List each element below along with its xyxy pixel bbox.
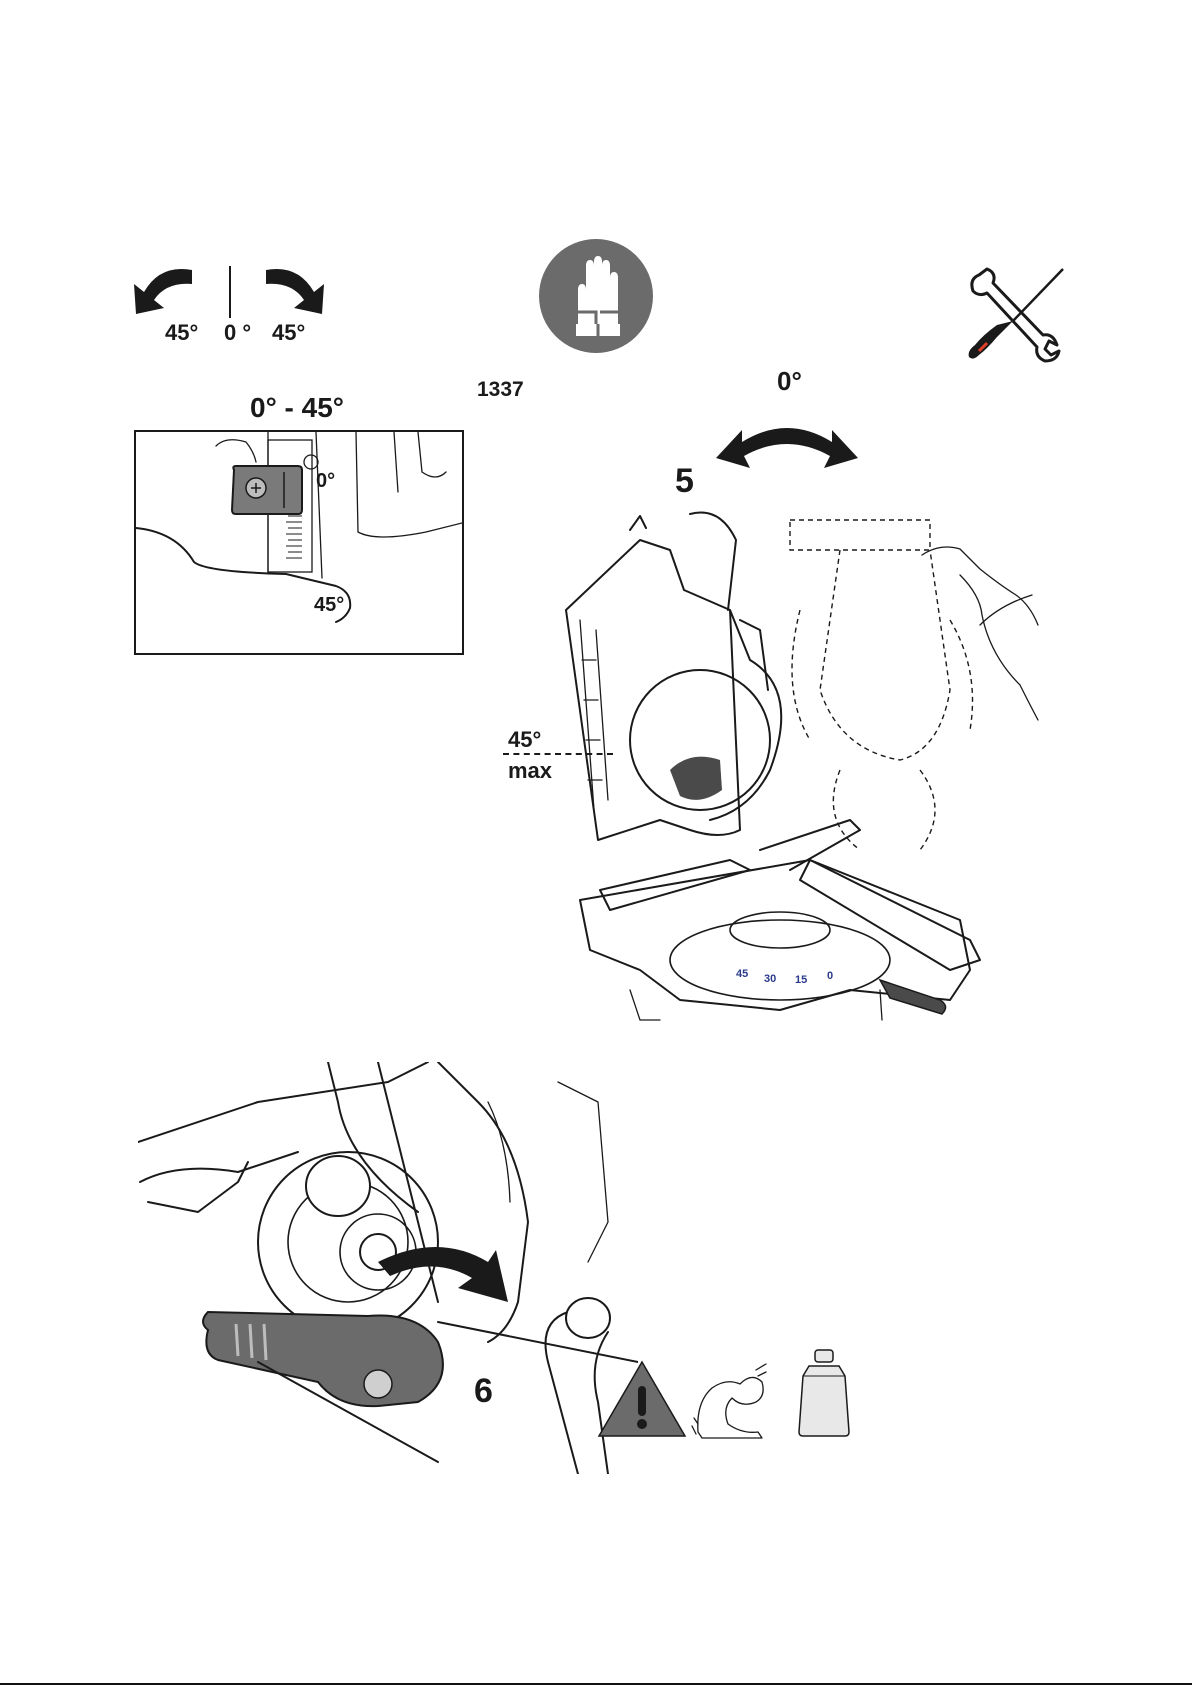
reference-code: 1337 (477, 378, 524, 402)
miter-saw-drawing (550, 520, 1010, 1040)
center-angle-label: 0 ° (224, 320, 251, 346)
left-angle-label: 45° (165, 320, 198, 346)
miter-scale-0: 0 (827, 970, 833, 982)
weight-icon (795, 1348, 853, 1438)
step-number-6: 6 (474, 1372, 493, 1411)
miter-scale-15: 15 (795, 974, 807, 986)
max-word-label: max (508, 758, 552, 784)
miter-scale-45: 45 (736, 968, 748, 980)
max-angle-dashed-line (503, 753, 613, 755)
vertical-divider (229, 266, 231, 318)
bevel-scale-detail: 0° 45° (134, 430, 464, 655)
miter-scale-30: 30 (764, 973, 776, 985)
flexed-arm-icon (692, 1362, 772, 1440)
rotate-right-arrow-icon (260, 262, 330, 322)
max-angle-label: 45° (508, 727, 541, 753)
gloves-icon (538, 238, 654, 354)
wrench-screwdriver-icon (965, 265, 1070, 365)
bevel-range-title: 0° - 45° (250, 392, 344, 424)
bevel-scale-drawing (136, 432, 464, 655)
warning-triangle-icon (597, 1360, 687, 1438)
double-arrow-icon (712, 410, 862, 472)
rotate-left-arrow-icon (130, 262, 200, 322)
max-degree-mark: 45° (314, 594, 344, 617)
right-angle-label: 45° (272, 320, 305, 346)
zero-degree-mark: 0° (316, 470, 335, 493)
bevel-lock-handle-drawing (138, 1062, 638, 1474)
step-number-5: 5 (675, 462, 694, 501)
figure-6: 6 (138, 1062, 638, 1474)
tilt-angle-label: 0° (777, 366, 802, 397)
